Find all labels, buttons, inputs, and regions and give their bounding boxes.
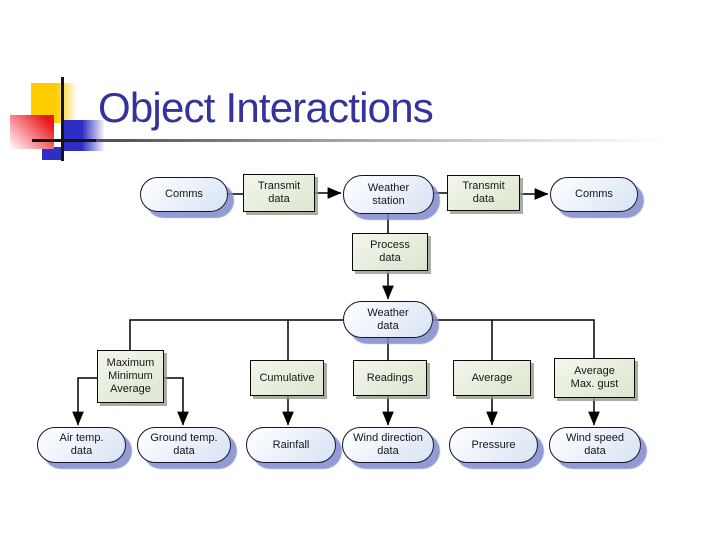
decoration-blue-square-small (42, 147, 63, 160)
node-process-data: Process data (352, 233, 428, 271)
decoration-horizontal-line (32, 139, 96, 142)
node-transmit-data-right: Transmit data (447, 175, 520, 211)
node-comms-left: Comms (140, 177, 228, 212)
slide-title: Object Interactions (98, 84, 434, 131)
node-weather-data: Weather data (343, 301, 433, 338)
node-weather-station: Weather station (343, 175, 434, 214)
decoration-blue-square (64, 120, 104, 151)
title-underline-rule (96, 139, 666, 142)
node-readings: Readings (353, 360, 427, 396)
connector-maxmin-to-air-temp (72, 377, 97, 426)
connector-bus-right (433, 319, 595, 358)
node-pressure: Pressure (449, 427, 538, 463)
node-average: Average (453, 360, 531, 396)
connector-bus-left (129, 319, 343, 350)
node-max-min-average: Maximum Minimum Average (97, 350, 164, 403)
node-wind-direction-data: Wind direction data (342, 427, 434, 463)
decoration-vertical-line (61, 77, 64, 161)
node-cumulative: Cumulative (250, 360, 324, 396)
decoration-red-square (10, 115, 54, 149)
node-ground-temp-data: Ground temp. data (137, 427, 231, 463)
node-average-max-gust: Average Max. gust (554, 358, 635, 398)
connector-maxmin-to-ground-temp (164, 377, 189, 426)
node-transmit-data-left: Transmit data (243, 174, 315, 212)
node-wind-speed-data: Wind speed data (549, 427, 641, 463)
node-comms-right: Comms (550, 177, 638, 212)
node-rainfall: Rainfall (246, 427, 336, 463)
node-air-temp-data: Air temp. data (37, 427, 126, 463)
